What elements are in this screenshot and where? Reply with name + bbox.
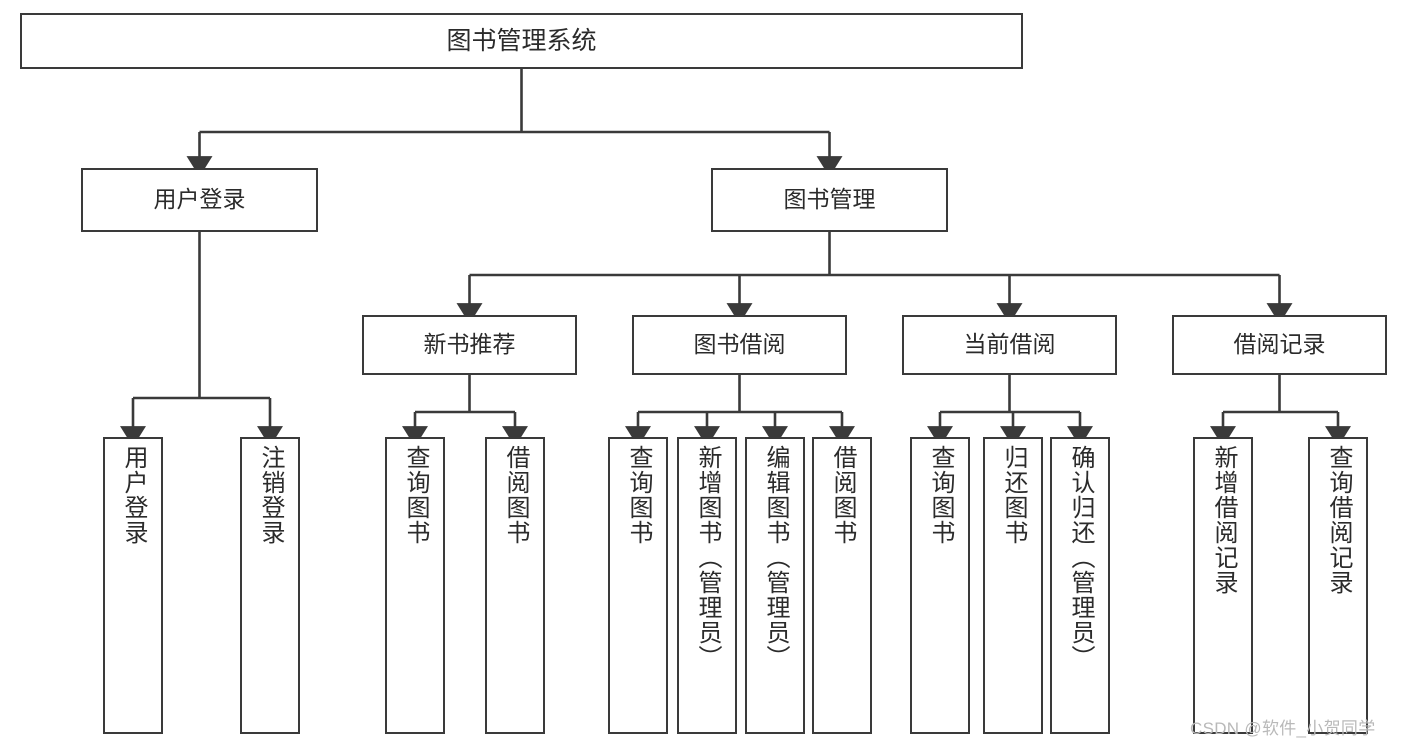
node-current-borrow[interactable]: 当前借阅 [902, 315, 1117, 375]
node-borrow-record[interactable]: 借阅记录 [1172, 315, 1387, 375]
node-leaf-return-book[interactable]: 归还图书 [983, 437, 1043, 734]
node-leaf-borrow-book-2[interactable]: 借阅图书 [812, 437, 872, 734]
node-label: 新书推荐 [423, 331, 516, 358]
node-user-login[interactable]: 用户登录 [81, 168, 318, 232]
node-label: 归还图书 [1000, 445, 1027, 545]
node-label: 新增图书（管理员） [694, 445, 721, 670]
node-label: 查询图书 [625, 445, 652, 545]
node-leaf-borrow-book-1[interactable]: 借阅图书 [485, 437, 545, 734]
node-label: 新增借阅记录 [1210, 445, 1237, 595]
node-leaf-confirm-return[interactable]: 确认归还（管理员） [1050, 437, 1110, 734]
node-label: 图书管理系统 [446, 27, 597, 55]
node-leaf-query-record[interactable]: 查询借阅记录 [1308, 437, 1368, 734]
node-new-book-recommend[interactable]: 新书推荐 [362, 315, 577, 375]
node-label: 用户登录 [153, 186, 246, 213]
node-label: 查询图书 [402, 445, 429, 545]
node-root[interactable]: 图书管理系统 [20, 13, 1023, 69]
node-book-borrow[interactable]: 图书借阅 [632, 315, 847, 375]
node-leaf-add-record[interactable]: 新增借阅记录 [1193, 437, 1253, 734]
node-label: 编辑图书（管理员） [762, 445, 789, 670]
node-leaf-query-book-1[interactable]: 查询图书 [385, 437, 445, 734]
node-label: 当前借阅 [963, 331, 1056, 358]
node-label: 借阅图书 [829, 445, 856, 545]
node-label: 图书管理 [783, 186, 876, 213]
node-leaf-query-book-3[interactable]: 查询图书 [910, 437, 970, 734]
node-label: 查询借阅记录 [1325, 445, 1352, 595]
node-leaf-add-book[interactable]: 新增图书（管理员） [677, 437, 737, 734]
node-leaf-query-book-2[interactable]: 查询图书 [608, 437, 668, 734]
node-leaf-edit-book[interactable]: 编辑图书（管理员） [745, 437, 805, 734]
node-label: 图书借阅 [693, 331, 786, 358]
node-leaf-user-logout[interactable]: 注销登录 [240, 437, 300, 734]
node-label: 借阅记录 [1233, 331, 1326, 358]
watermark-text: CSDN @软件_小贺同学 [1190, 719, 1376, 738]
node-leaf-user-login[interactable]: 用户登录 [103, 437, 163, 734]
node-book-manage[interactable]: 图书管理 [711, 168, 948, 232]
node-label: 确认归还（管理员） [1067, 445, 1094, 670]
node-label: 借阅图书 [502, 445, 529, 545]
node-label: 用户登录 [120, 445, 147, 545]
node-label: 查询图书 [927, 445, 954, 545]
node-label: 注销登录 [257, 445, 284, 545]
